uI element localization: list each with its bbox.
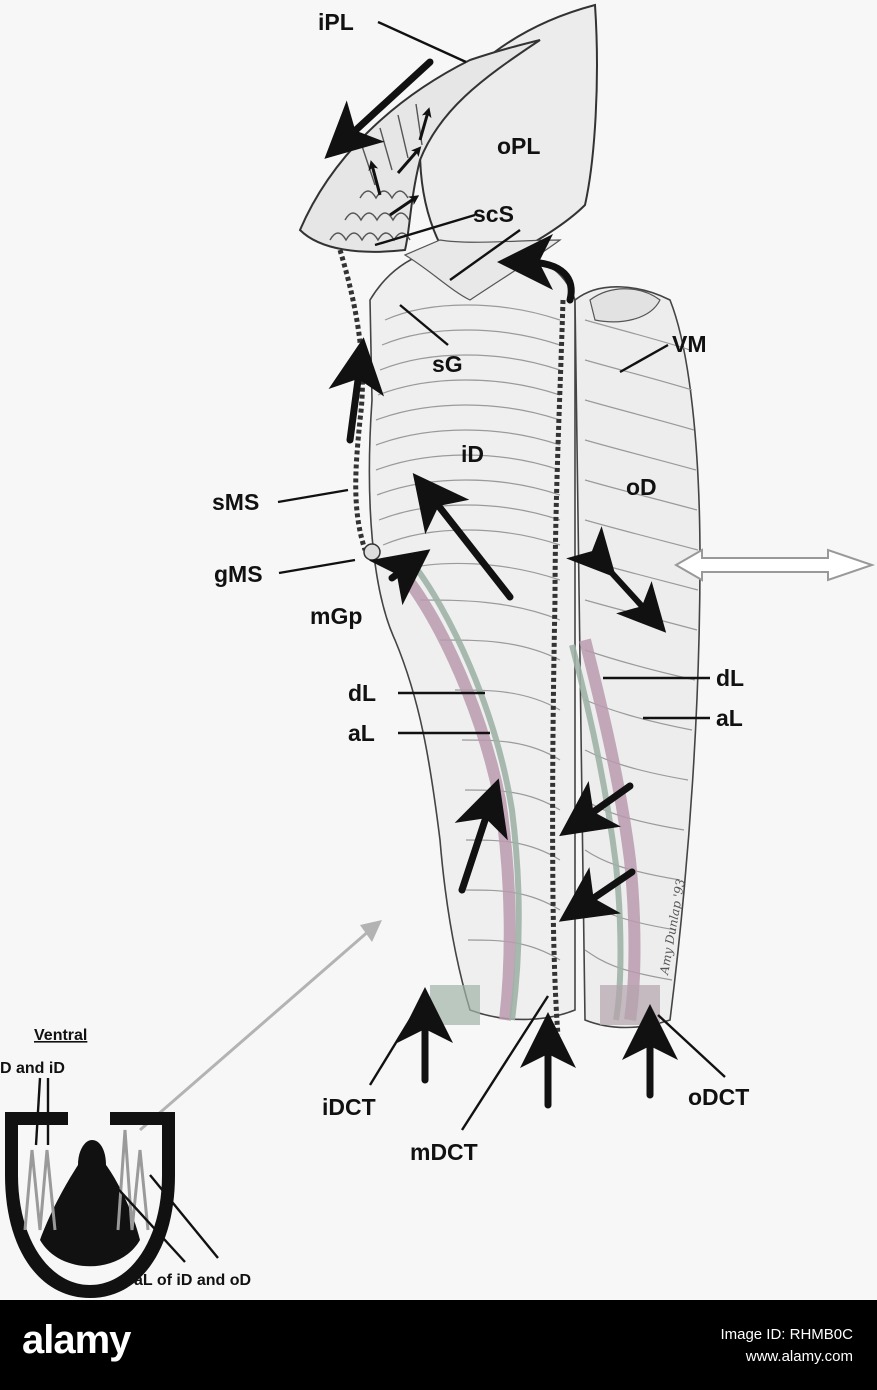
iD-lamella-green (407, 558, 522, 1021)
inset-cross-section: Ventral D and iD aL of iD and oD (0, 1027, 251, 1298)
inner-paddle-iPL (298, 39, 541, 253)
flow-arrows (324, 58, 678, 1109)
oD-lamella-pink (579, 638, 641, 1021)
inset-visceral-mass (40, 1140, 140, 1267)
anatomical-diagram: iPL oPL scS sG VM iD oD sMS gMS mGp dL a… (0, 3, 876, 1298)
gray-guide-arrow (139, 928, 371, 1132)
watermark-image-id: Image ID: RHMB0C (720, 1326, 853, 1343)
label-gMS: gMS (214, 561, 263, 587)
label-mDCT: mDCT (410, 1139, 478, 1165)
label-sMS: sMS (212, 489, 259, 515)
bidirectional-arrow (566, 526, 667, 633)
label-oD: oD (626, 474, 657, 500)
oD-lamella-green (569, 644, 624, 1021)
label-mGp: mGp (310, 603, 362, 629)
white-double-arrow (673, 548, 876, 582)
inset-top-caption: D and iD (0, 1060, 65, 1077)
gMS-blob (363, 543, 381, 561)
label-VM: VM (672, 331, 707, 357)
label-oDCT: oDCT (688, 1084, 749, 1110)
watermark-bar: alamy Image ID: RHMB0C www.alamy.com (0, 1300, 877, 1390)
label-iPL: iPL (318, 9, 354, 35)
mucus-string-sMS (337, 249, 368, 551)
oDCT-base (600, 985, 660, 1025)
visceral-mass-VM (589, 288, 661, 323)
label-iDCT: iDCT (322, 1094, 376, 1120)
inner-demibranch-iD (368, 245, 576, 1021)
label-oPL: oPL (497, 133, 540, 159)
inset-bottom-caption: aL of iD and oD (134, 1272, 251, 1289)
inset-ventral-label: Ventral (34, 1027, 87, 1044)
iPL-comb (329, 103, 423, 242)
label-sG: sG (432, 351, 463, 377)
label-dL-right: dL (716, 665, 744, 691)
leader-lines (277, 20, 726, 1131)
paddle-small-arrows (368, 107, 432, 217)
mucus-string-mid (550, 299, 566, 1036)
label-aL-right: aL (716, 705, 743, 731)
label-aL-left: aL (348, 720, 375, 746)
label-dL-left: dL (348, 680, 376, 706)
iDCT-base (430, 985, 480, 1025)
label-scS: scS (473, 201, 514, 227)
label-iD: iD (461, 441, 484, 467)
watermark-logo: alamy (22, 1318, 131, 1362)
watermark-url: www.alamy.com (745, 1348, 853, 1365)
